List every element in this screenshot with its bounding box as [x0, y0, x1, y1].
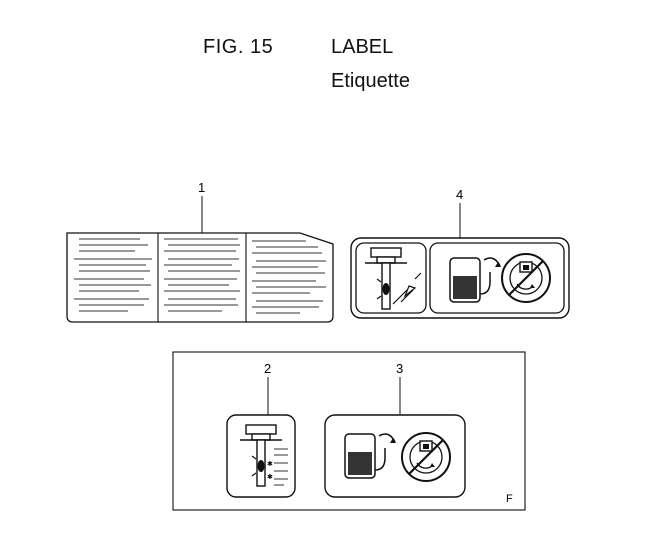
frame-corner-letter: F — [506, 493, 513, 505]
figure-number: FIG. 15 — [203, 36, 274, 58]
svg-text:✱: ✱ — [267, 460, 273, 468]
label-3-fuel-sticker — [324, 414, 466, 498]
oil-dipstick-icon — [364, 247, 422, 310]
oil-dipstick-icon: ✱ ✱ — [239, 424, 288, 487]
svg-text:✱: ✱ — [267, 473, 273, 481]
no-turn-cap-icon — [400, 431, 452, 483]
figure-subtitle: Etiquette — [331, 70, 410, 92]
no-turn-cap-icon — [500, 252, 552, 304]
callout-4: 4 — [456, 187, 463, 202]
callout-3: 3 — [396, 361, 403, 376]
label-4-icon-sticker — [350, 237, 570, 319]
label-2-dipstick-sticker: ✱ ✱ — [226, 414, 296, 498]
detail-frame — [172, 351, 526, 511]
label-1-text-sticker — [66, 232, 334, 323]
figure-title: LABEL — [331, 36, 394, 58]
callout-2: 2 — [264, 361, 271, 376]
callout-1: 1 — [198, 180, 205, 195]
